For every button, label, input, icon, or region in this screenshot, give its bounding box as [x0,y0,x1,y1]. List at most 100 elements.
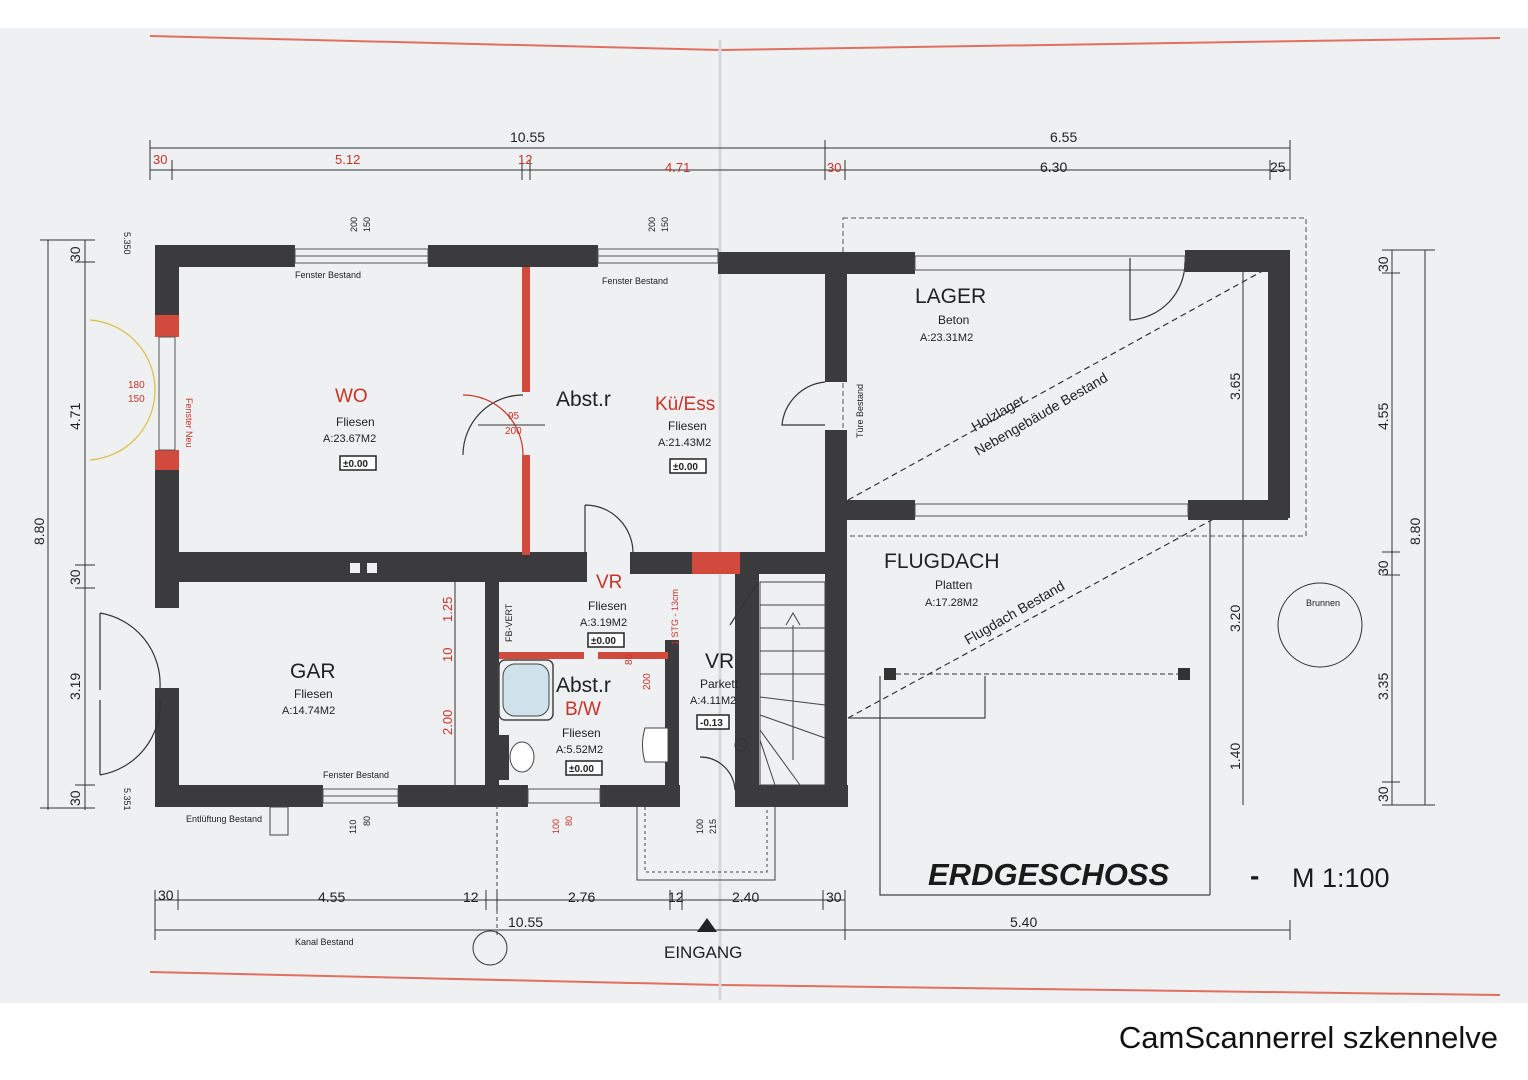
room-kue-material: Fliesen [668,419,707,433]
room-wo-level: ±0.00 [343,459,368,470]
dim-right-455: 4.55 [1375,403,1391,430]
room-gar-area: A:14.74M2 [282,705,335,717]
flugdach-outline [879,676,1210,896]
door-label-95: 95 [508,411,520,422]
dim-bottom-276: 2.76 [568,889,595,905]
win-height-label: 150 [128,394,145,405]
room-kue-name: Kü/Ess [655,394,715,415]
dim-inner-10: 10 [440,648,455,662]
room-bw-area: A:5.52M2 [556,744,603,756]
entrance-arrow-icon [697,918,717,932]
room-bw-name: B/W [565,699,601,720]
floor-plan: 10.55 6.55 30 5.12 12 4.71 30 6.30 25 20… [31,35,1501,1000]
dim-inner-365: 3.65 [1227,373,1243,400]
win-height-label: 100 [551,819,561,834]
dim-bottom-240: 2.40 [732,889,759,905]
win-height-label: 200 [349,217,359,232]
dim-top-total-right: 6.55 [1050,129,1077,145]
win-height-label: 100 [695,819,705,834]
label-tuere-bestand: Türe Bestand [855,384,865,438]
room-kue-level: ±0.00 [673,462,698,473]
border-line [149,971,721,986]
win-height-label: 80 [564,816,574,826]
dim-left-30a: 30 [67,246,83,262]
border-line [719,37,1501,51]
dim-right-30b: 30 [1375,560,1391,576]
label-flugdach-bestand: Flugdach Bestand [962,577,1068,647]
doors [89,258,1186,791]
room-wo-name: WO [335,386,368,407]
win-height-label: 150 [660,217,670,232]
chimney-icon [367,563,377,573]
dim-level-label: 5.350 [122,232,132,255]
bottom-dimension-lines [154,890,1291,940]
post [884,668,896,680]
door-label-80: 80 [624,653,635,665]
dim-left-319: 3.19 [67,673,83,700]
dim-top-30a: 30 [153,152,167,167]
dim-top-630: 6.30 [1040,159,1067,175]
border-line [719,984,1501,996]
border-line [149,35,721,51]
inner-dimension-lines [454,270,1244,805]
dim-bottom-12a: 12 [463,889,479,905]
bathtub-basin [502,663,550,717]
level-badge [587,632,625,648]
level-badge [565,760,603,776]
label-fenster-bestand-3: Fenster Bestand [323,770,389,780]
plan-scale: M 1:100 [1292,863,1390,893]
room-kue-area: A:21.43M2 [658,437,711,449]
chimney-icon [350,563,360,573]
dim-inner-320: 3.20 [1227,605,1243,632]
win-height-label: 200 [647,217,657,232]
label-fenster-bestand-1: Fenster Bestand [295,270,361,280]
flugdach-diagonal [847,509,1231,719]
entrance-label: EINGANG [664,943,742,962]
room-vr1-material: Fliesen [588,599,627,613]
room-vr2-level: -0.13 [700,718,723,729]
dim-inner-140: 1.40 [1227,743,1243,770]
room-vr2-name: VR [705,650,734,673]
door-label-200: 200 [505,426,522,437]
scanner-watermark: CamScannerrel szkennelve [1118,1020,1498,1055]
room-bw-level: ±0.00 [569,764,594,775]
dim-right-335: 3.35 [1375,673,1391,700]
flugdach-edge [848,676,986,719]
right-dimension-lines [1382,249,1435,806]
room-flugdach-material: Platten [935,578,972,592]
kanal-shaft-circle [472,930,508,966]
label-fenster-neu: Fenster Neu [184,398,194,448]
dim-bottom-12b: 12 [668,889,684,905]
dim-level-label: 5.351 [122,788,132,811]
post [1178,668,1190,680]
room-flugdach-area: A:17.28M2 [925,597,978,609]
room-abst1-name: Abst.r [556,388,611,411]
top-dimension-lines [149,140,1291,180]
label-stair: 1 STG - 13cm [670,589,680,645]
level-badge [339,455,377,471]
toilet-cistern [499,735,509,780]
dim-right-30a: 30 [1375,256,1391,272]
holzlager-diagonal [847,267,1269,501]
dim-right-880: 8.80 [1407,518,1423,545]
dim-bottom-30b: 30 [826,889,842,905]
room-vr1-level: ±0.00 [591,636,616,647]
dim-bottom-540: 5.40 [1010,914,1037,930]
room-wo-material: Fliesen [336,415,375,429]
dim-top-12: 12 [518,152,532,167]
dim-top-512: 5.12 [335,152,360,167]
room-wo-area: A:23.67M2 [323,433,376,445]
level-badge [696,714,730,730]
room-vr2-material: Parkett [700,677,739,691]
dim-top-total-left: 10.55 [510,129,545,145]
room-vr1-name: VR [596,572,622,593]
label-kanal: Kanal Bestand [295,937,354,947]
walls [155,245,1290,807]
staircase [759,581,826,786]
win-height-label: 150 [362,217,372,232]
dim-top-471: 4.71 [665,160,690,175]
stair-marker-icon [734,738,748,752]
dim-bottom-1055: 10.55 [508,914,543,930]
dim-left-471: 4.71 [67,403,83,430]
dim-inner-200: 2.00 [440,710,455,735]
